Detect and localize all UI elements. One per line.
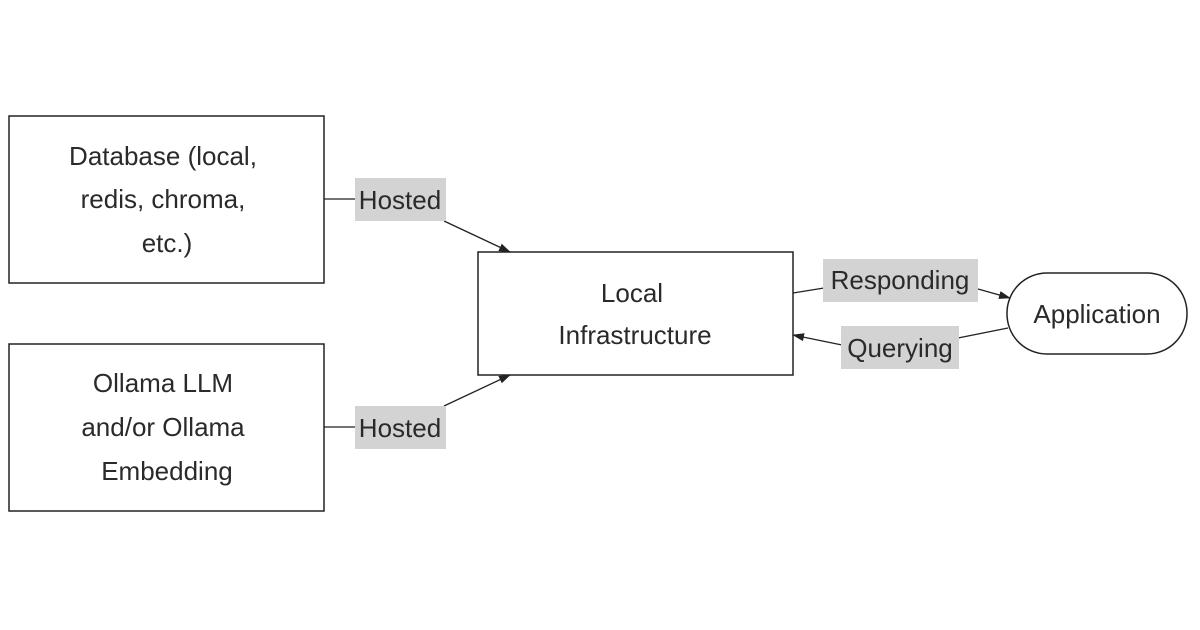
edge-database-arrow xyxy=(443,220,511,253)
edge-responding-label-background xyxy=(823,259,978,302)
database-label-line-3: etc.) xyxy=(142,228,193,258)
edge-infrastructure-to-application: Responding xyxy=(792,259,1011,302)
edge-database-label: Hosted xyxy=(359,185,441,215)
edge-querying-line-start xyxy=(957,327,1009,339)
application-node: Application xyxy=(1006,272,1188,355)
infrastructure-node: Local Infrastructure xyxy=(477,251,794,376)
edge-application-to-infrastructure: Querying xyxy=(792,326,1009,369)
edge-database-label-background xyxy=(355,178,446,221)
ollama-label-line-1: Ollama LLM xyxy=(93,368,233,398)
edge-querying-arrow xyxy=(792,333,843,346)
database-box xyxy=(8,115,325,284)
ollama-label-line-2: and/or Ollama xyxy=(81,412,245,442)
edge-ollama-label-background xyxy=(355,406,446,449)
database-node: Database (local, redis, chroma, etc.) xyxy=(8,115,325,284)
edge-querying-label: Querying xyxy=(847,333,953,363)
edge-ollama-label: Hosted xyxy=(359,413,441,443)
edge-responding-label: Responding xyxy=(831,265,970,295)
ollama-label-line-3: Embedding xyxy=(101,456,233,486)
application-box xyxy=(1006,272,1188,355)
edge-database-to-infrastructure: Hosted xyxy=(324,178,511,253)
application-label: Application xyxy=(1033,299,1160,329)
database-label-line-2: redis, chroma, xyxy=(81,184,246,214)
edge-querying-label-background xyxy=(841,326,959,369)
infrastructure-label-line-1: Local xyxy=(601,278,663,308)
database-label-line-1: Database (local, xyxy=(69,141,257,171)
edge-responding-arrow xyxy=(977,288,1011,299)
ollama-node: Ollama LLM and/or Ollama Embedding xyxy=(8,343,325,512)
infrastructure-box xyxy=(477,251,794,376)
infrastructure-label-line-2: Infrastructure xyxy=(558,320,711,350)
edge-responding-line-start xyxy=(792,287,825,294)
edge-ollama-to-infrastructure: Hosted xyxy=(324,374,511,449)
edge-ollama-arrow xyxy=(443,374,511,407)
ollama-box xyxy=(8,343,325,512)
